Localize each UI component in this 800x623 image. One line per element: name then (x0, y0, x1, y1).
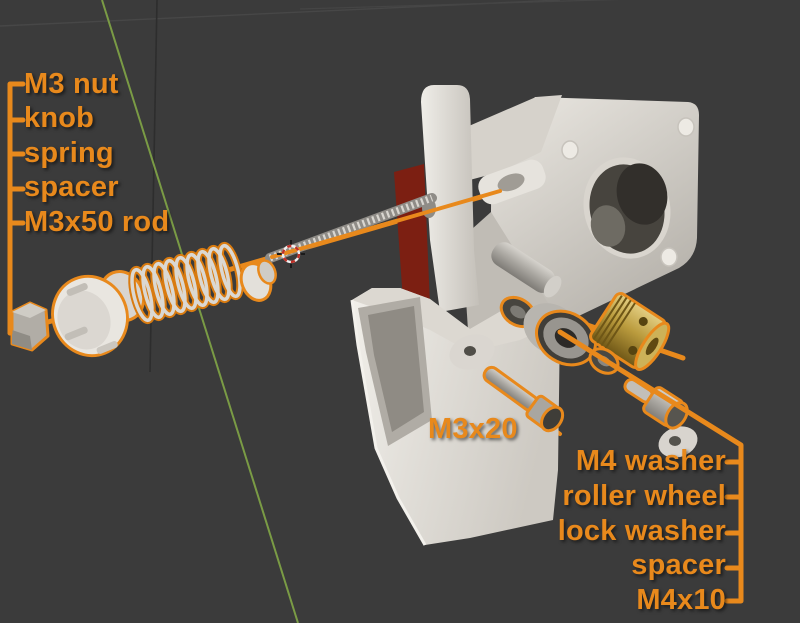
brass-gear-part[interactable] (588, 291, 675, 374)
label-m3x50-rod: M3x50 rod (24, 205, 170, 238)
label-spacer-left: spacer (24, 171, 119, 204)
m4x10-bolt-part[interactable] (618, 370, 692, 432)
block-recess-shadow (368, 306, 424, 432)
left-label-group: M3 nut knob spring spacer M3x50 rod (24, 67, 169, 239)
middle-label: M3x20 (428, 412, 518, 446)
right-bracket-ticks (724, 459, 744, 571)
plate-screw-hole (561, 140, 579, 160)
motor-boss (590, 205, 626, 247)
grid-line-horizon-2 (299, 0, 621, 10)
block-left-rim (350, 299, 427, 546)
right-label-group: M4 washer roller wheel lock washer space… (558, 444, 726, 618)
right-bracket (557, 329, 744, 604)
label-roller-wheel: roller wheel (562, 479, 726, 512)
plate-screw-hole (677, 117, 695, 137)
m3x20-bolt-part[interactable] (478, 360, 567, 435)
label-m3-nut: M3 nut (24, 68, 119, 100)
m3-nut-part[interactable] (10, 301, 50, 352)
label-spacer-right: spacer (631, 549, 726, 582)
body-top-beam (455, 95, 562, 182)
pivot-boss-hole (464, 346, 476, 356)
left-bracket-ticks (7, 117, 26, 226)
plate-screw-hole (660, 247, 678, 267)
right-boss-hole (669, 436, 681, 446)
label-m4x10: M4x10 (636, 584, 726, 617)
spacer-part[interactable] (236, 258, 279, 305)
shaft-spacer-part[interactable] (487, 238, 565, 301)
motor-hole-shadow (616, 163, 668, 225)
label-spring: spring (24, 136, 114, 169)
green-axis-line (101, 0, 299, 623)
spring-part[interactable] (128, 241, 244, 325)
label-m4-washer: M4 washer (575, 445, 726, 477)
label-knob: knob (24, 102, 95, 135)
left-bracket (7, 81, 26, 336)
label-m3x20: M3x20 (428, 413, 518, 445)
3d-cursor-icon (277, 240, 305, 268)
extruder-body[interactable] (350, 85, 702, 546)
tab-slot (497, 173, 525, 192)
label-lock-washer: lock washer (557, 514, 726, 547)
knob-part[interactable] (41, 265, 151, 367)
lever-arm (421, 85, 479, 312)
